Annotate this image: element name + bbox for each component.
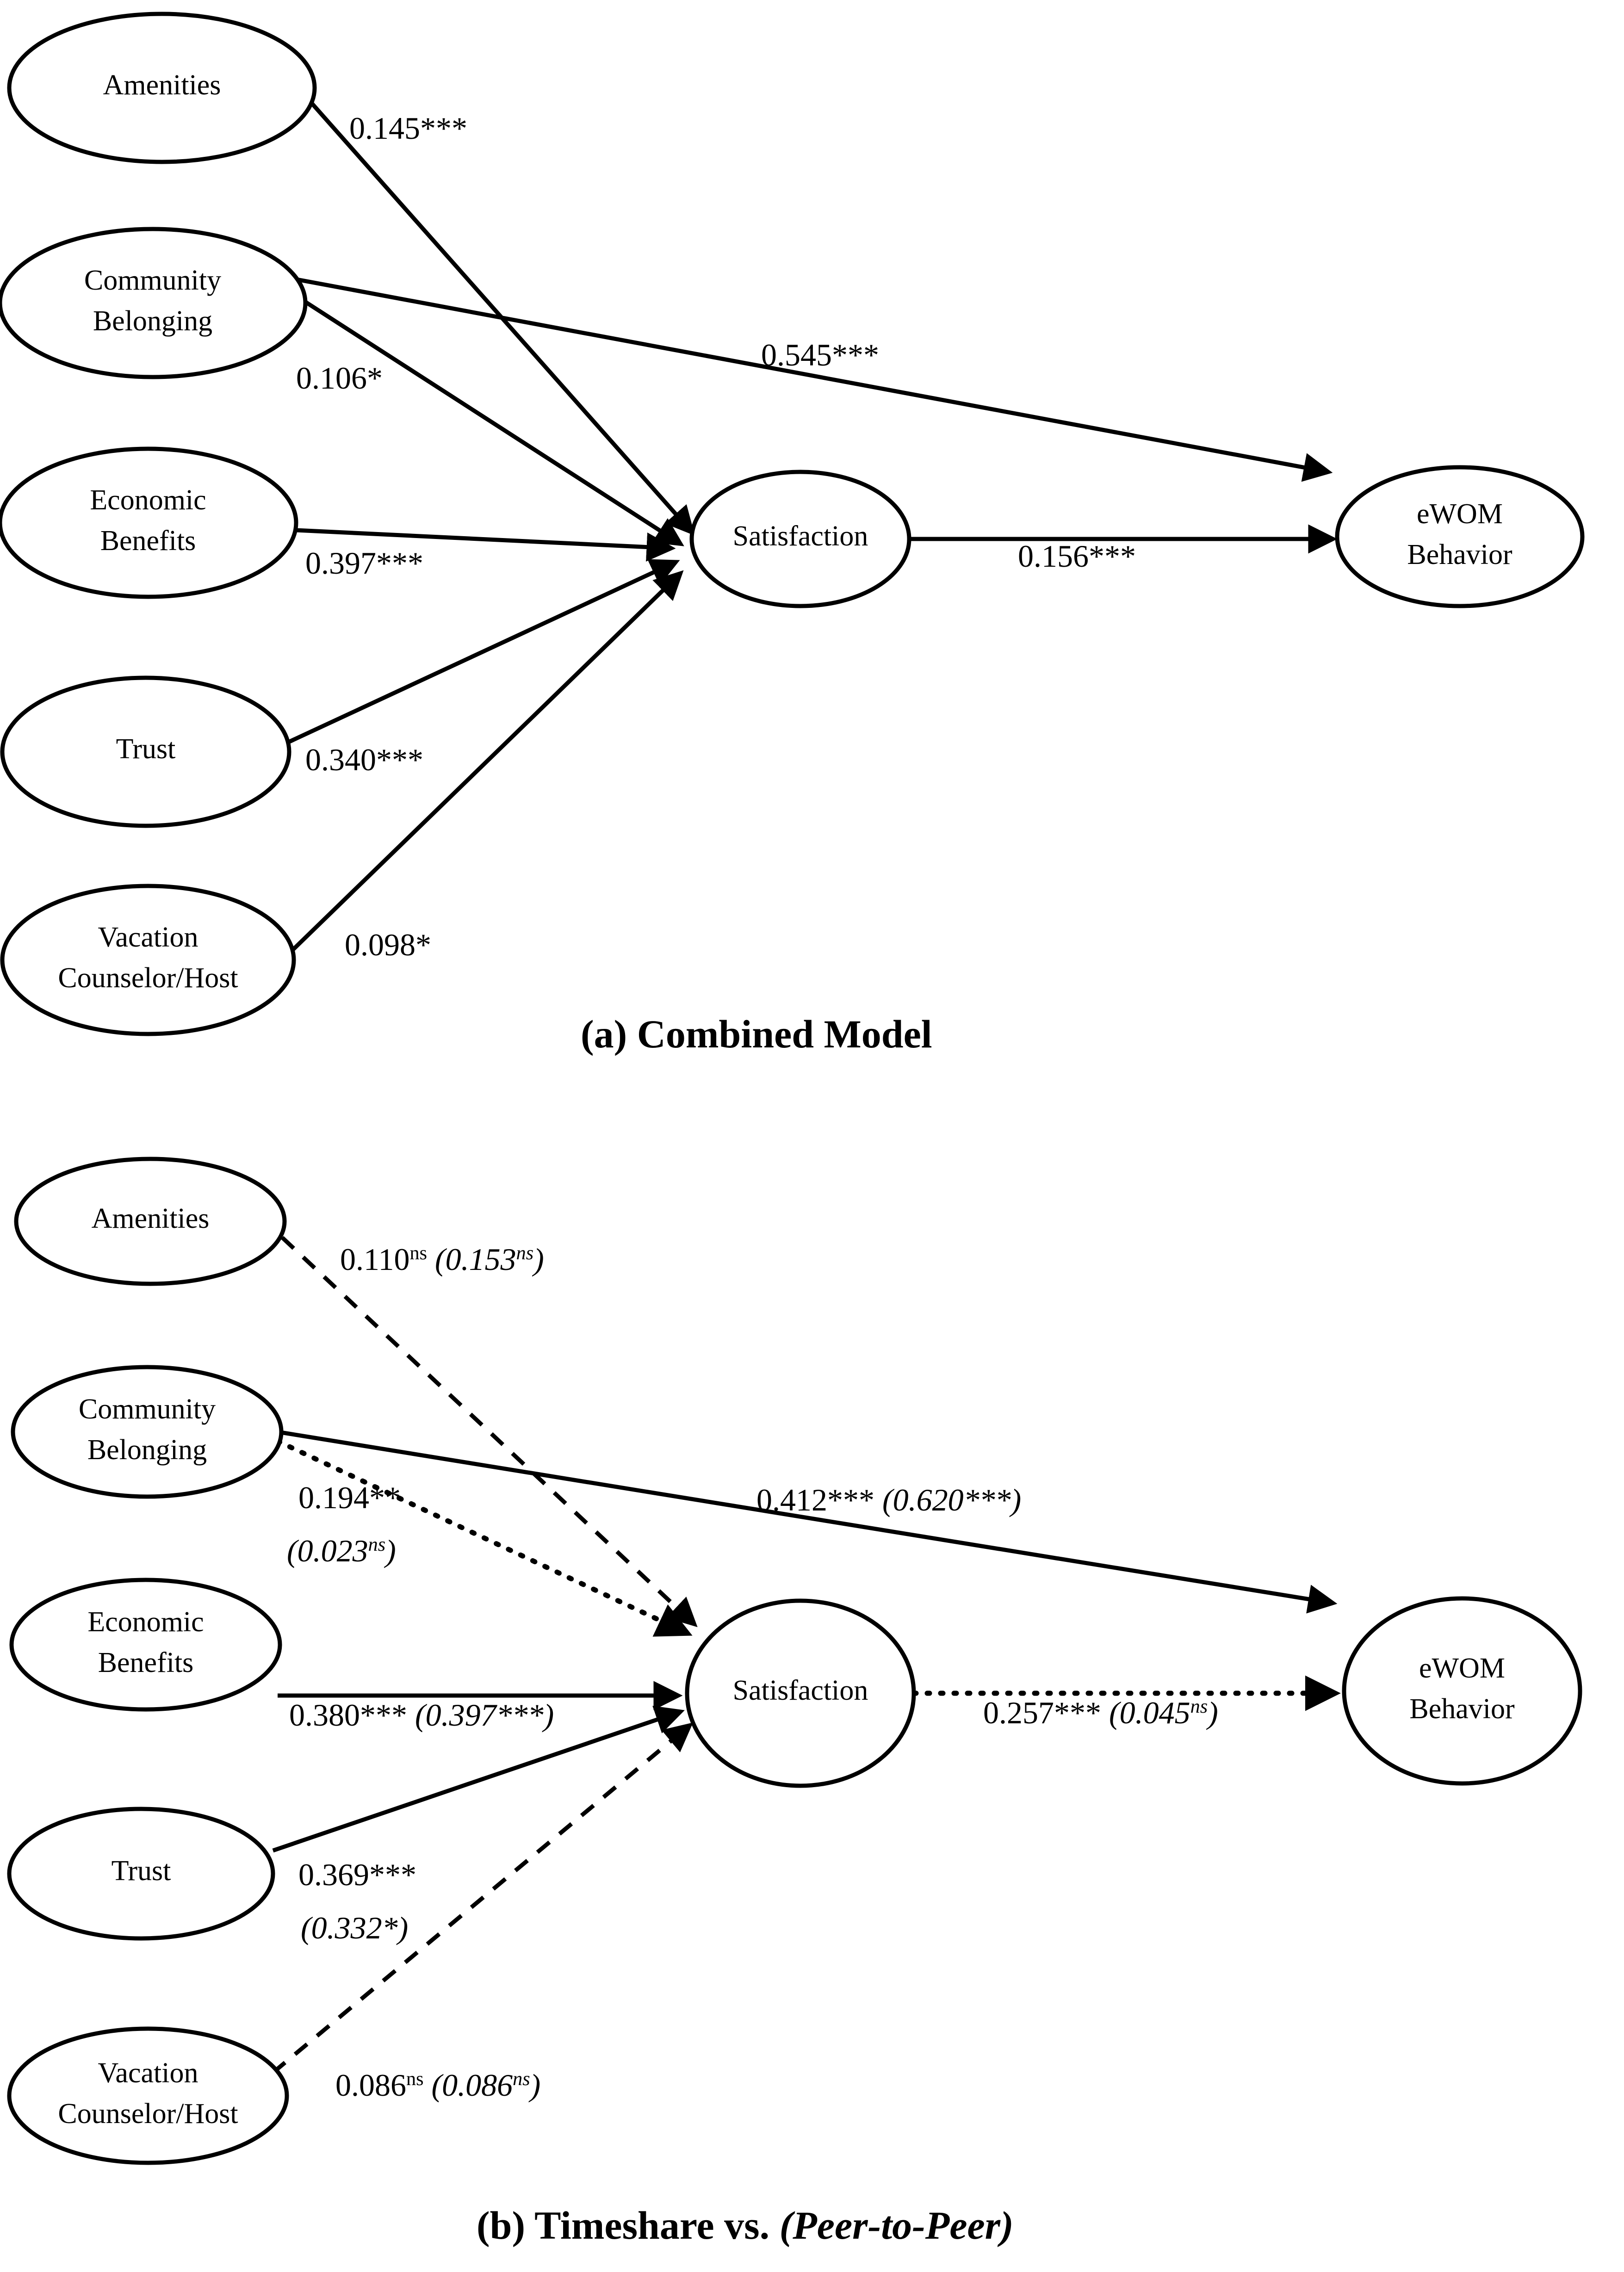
node-b-community-label-line1: Community [79, 1393, 216, 1425]
node-b-economic[interactable]: Economic Benefits [9, 1578, 282, 1712]
coef-b-amenities-paren-close: ) [532, 1242, 544, 1277]
coef-b-economic-satisfaction: 0.380*** (0.397***) [289, 1697, 554, 1733]
coef-b-vacation-paren-sup: ns [513, 2068, 530, 2090]
node-b-economic-label-line1: Economic [87, 1606, 204, 1638]
node-a-amenities-label: Amenities [103, 69, 221, 101]
path-a-amenities-satisfaction [294, 84, 695, 536]
coef-b-amenities-satisfaction: 0.110ns (0.153ns) [340, 1242, 544, 1277]
coef-b-economic-p2p: (0.397***) [415, 1697, 554, 1733]
node-a-community[interactable]: Community Belonging [0, 227, 308, 379]
path-b-community-satisfaction [275, 1438, 693, 1637]
node-b-economic-label-line2: Benefits [98, 1647, 194, 1678]
path-b-community-ewom [277, 1430, 1338, 1614]
node-a-economic-label-line2: Benefits [100, 525, 196, 557]
node-a-ewom[interactable]: eWOM Behavior [1335, 465, 1585, 608]
path-b-vacation-satisfaction [272, 1722, 694, 2074]
coef-b-community-ewom-p2p: (0.620***) [882, 1482, 1021, 1517]
node-a-community-label-line1: Community [84, 265, 221, 296]
node-a-economic-label-line1: Economic [90, 484, 206, 516]
node-a-vacation[interactable]: Vacation Counselor/Host [0, 884, 296, 1036]
coef-b-community-ewom-ts: 0.412*** [756, 1482, 882, 1517]
coef-b-vacation-paren-close: ) [528, 2068, 541, 2103]
node-a-vacation-label-line1: Vacation [98, 922, 198, 953]
coef-b-trust-satisfaction-line2: (0.332*) [301, 1910, 408, 1945]
coef-b-amenities-paren-sup: ns [516, 1242, 533, 1264]
coef-a-economic-satisfaction: 0.397*** [305, 545, 423, 581]
node-b-ewom[interactable]: eWOM Behavior [1342, 1596, 1582, 1786]
coef-b-sat-ewom-p2p-main: (0.045 [1109, 1695, 1190, 1730]
panel-b-caption-main: Timeshare vs. [534, 2203, 780, 2247]
coef-b-community-l2-main: (0.023 [287, 1533, 368, 1568]
panel-b-caption: (b) Timeshare vs. (Peer-to-Peer) [477, 2202, 1014, 2248]
coef-b-sat-ewom-ts: 0.257*** [983, 1695, 1109, 1730]
path-b-trust-satisfaction [272, 1706, 685, 1853]
coef-b-amenities-sup: ns [409, 1242, 427, 1264]
path-a-trust-satisfaction [277, 559, 680, 749]
coef-b-vacation-sup: ns [406, 2068, 423, 2090]
node-b-trust[interactable]: Trust [7, 1807, 275, 1941]
coef-b-community-satisfaction-line1: 0.194** [298, 1480, 401, 1515]
path-a-economic-satisfaction [286, 527, 676, 562]
node-a-ewom-label-line1: eWOM [1417, 498, 1503, 530]
node-a-economic[interactable]: Economic Benefits [0, 446, 298, 599]
node-b-vacation[interactable]: Vacation Counselor/Host [7, 2026, 289, 2165]
node-a-satisfaction[interactable]: Satisfaction [689, 470, 911, 608]
coef-b-community-l2-sup: ns [368, 1534, 385, 1555]
coef-a-trust-satisfaction: 0.340*** [305, 742, 423, 777]
node-a-ewom-label-line2: Behavior [1407, 539, 1512, 570]
node-b-vacation-label-line1: Vacation [98, 2057, 198, 2089]
node-a-trust[interactable]: Trust [0, 675, 291, 828]
node-a-vacation-label-line2: Counselor/Host [58, 962, 238, 994]
coef-b-vacation-main: 0.086 [335, 2068, 406, 2103]
coef-a-vacation-satisfaction: 0.098* [345, 927, 431, 962]
coef-a-amenities-satisfaction: 0.145*** [349, 111, 467, 146]
node-b-amenities[interactable]: Amenities [14, 1157, 287, 1286]
coef-b-sat-ewom-p2p-sup: ns [1190, 1696, 1208, 1717]
node-a-amenities[interactable]: Amenities [7, 12, 317, 164]
path-a-community-satisfaction [288, 290, 684, 546]
coef-a-community-ewom: 0.545*** [761, 337, 879, 372]
coef-b-sat-ewom-p2p-close: ) [1206, 1695, 1218, 1730]
coef-b-community-ewom: 0.412*** (0.620***) [756, 1482, 1021, 1517]
node-b-amenities-label: Amenities [92, 1203, 210, 1234]
node-b-community-label-line2: Belonging [87, 1434, 207, 1466]
coef-b-trust-satisfaction-line1: 0.369*** [298, 1857, 416, 1892]
panel-b-group: Amenities Community Belonging Economic B… [7, 1157, 1582, 2165]
node-b-ewom-label-line1: eWOM [1419, 1653, 1505, 1684]
coef-b-community-satisfaction-line2: (0.023ns) [287, 1533, 396, 1568]
coef-a-satisfaction-ewom: 0.156*** [1018, 539, 1136, 574]
panel-a-caption-prefix: (a) [581, 1012, 637, 1056]
node-a-trust-label: Trust [116, 733, 176, 765]
node-b-satisfaction[interactable]: Satisfaction [685, 1598, 916, 1788]
panel-a-caption-main: Combined Model [637, 1012, 932, 1056]
node-b-community[interactable]: Community Belonging [11, 1365, 284, 1499]
panel-a-caption: (a) Combined Model [581, 1011, 932, 1057]
coef-b-economic-ts: 0.380*** [289, 1697, 415, 1733]
node-b-satisfaction-label: Satisfaction [733, 1675, 868, 1706]
panel-b-caption-italic: (Peer-to-Peer) [779, 2203, 1014, 2247]
coef-a-community-satisfaction: 0.106* [296, 360, 383, 396]
node-b-trust-label: Trust [112, 1855, 171, 1887]
panel-a-group: Amenities Community Belonging Economic B… [0, 12, 1585, 1036]
coef-b-amenities-paren-main: (0.153 [435, 1242, 516, 1277]
node-b-vacation-label-line2: Counselor/Host [58, 2098, 238, 2130]
node-a-community-label-line2: Belonging [93, 305, 212, 337]
node-b-ewom-label-line2: Behavior [1409, 1693, 1515, 1725]
panel-b-caption-prefix: (b) [477, 2203, 535, 2247]
coef-b-trust-p2p: (0.332*) [301, 1910, 408, 1945]
coef-b-vacation-satisfaction: 0.086ns (0.086ns) [335, 2068, 540, 2103]
coef-b-community-l2-close: ) [384, 1533, 396, 1568]
path-a-vacation-satisfaction [276, 570, 684, 966]
coef-b-amenities-main: 0.110 [340, 1242, 409, 1277]
node-a-satisfaction-label: Satisfaction [733, 520, 868, 552]
coef-b-vacation-paren-main: (0.086 [431, 2068, 513, 2103]
path-b-amenities-satisfaction [280, 1236, 698, 1628]
coef-b-satisfaction-ewom: 0.257*** (0.045ns) [983, 1695, 1218, 1730]
path-a-community-ewom [286, 275, 1333, 482]
